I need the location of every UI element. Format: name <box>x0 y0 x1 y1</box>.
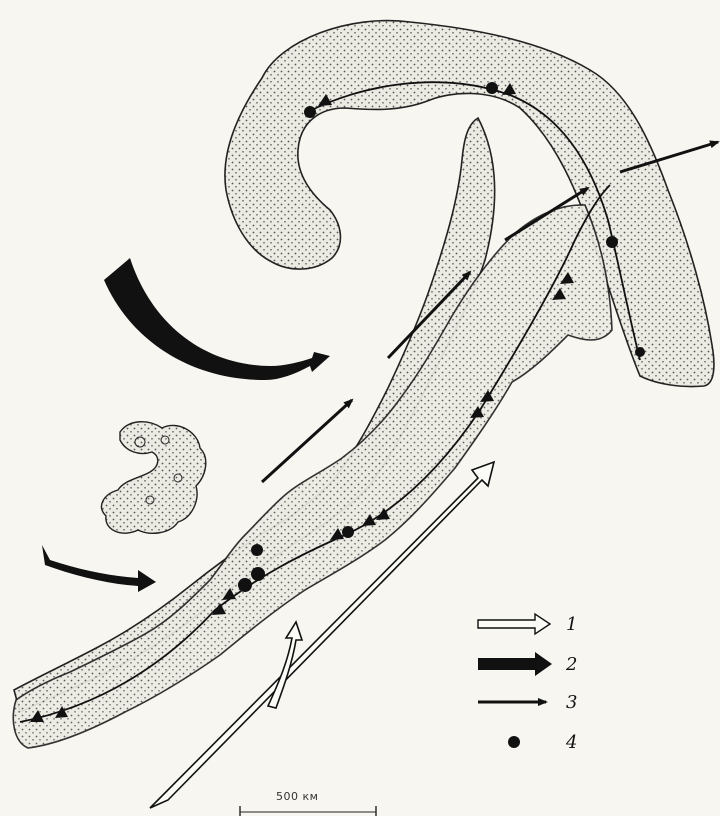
scale-bar: 500 км <box>240 790 376 816</box>
legend-item-4: 4 <box>508 732 577 753</box>
thick-black-arrow-upper <box>104 258 330 380</box>
open-arrow-icon <box>478 614 550 634</box>
thick-black-arrow-lower <box>42 545 156 592</box>
legend-item-2: 2 <box>478 652 577 676</box>
legend-number-4: 4 <box>565 732 577 753</box>
legend-number-3: 3 <box>566 692 577 713</box>
legend-item-1: 1 <box>478 614 577 635</box>
dot-icon <box>508 736 520 748</box>
scale-label: 500 км <box>276 790 318 803</box>
legend-item-3: 3 <box>478 692 577 713</box>
legend-number-1: 1 <box>566 614 577 635</box>
thick-black-arrow-icon <box>478 652 552 676</box>
observation-dot <box>251 544 263 556</box>
legend: 1 2 3 4 <box>478 614 577 753</box>
legend-number-2: 2 <box>565 654 577 675</box>
convective-cloud <box>102 422 206 534</box>
